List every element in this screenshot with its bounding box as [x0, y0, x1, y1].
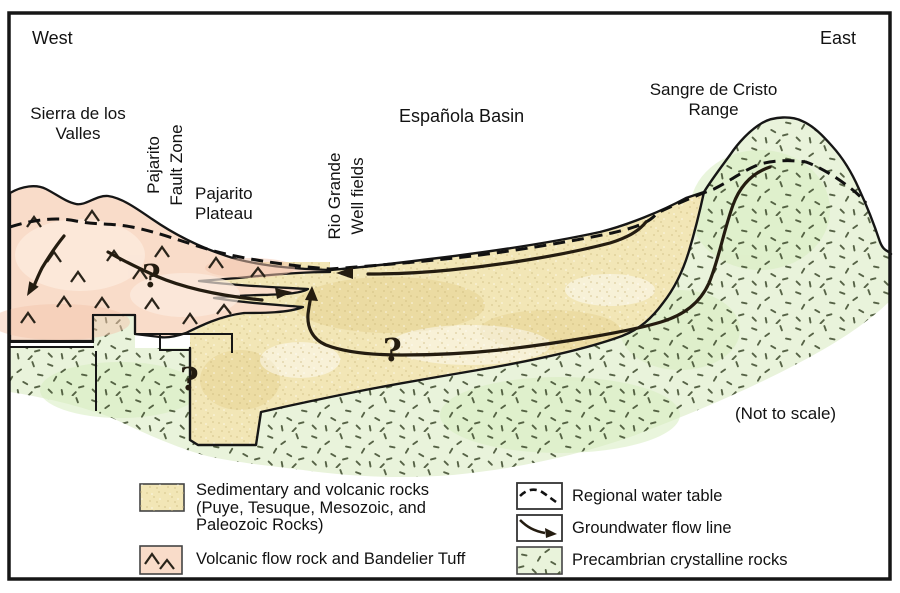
groundwater-flow-lines [27, 165, 772, 357]
compass-west-label: West [32, 28, 73, 48]
flow-arrow-deep-basin [305, 165, 772, 357]
legend-label-volcanic: Volcanic flow rock and Bandelier Tuff [196, 550, 466, 568]
rio-grande-label-line2: Well fields [348, 157, 367, 235]
fault-label-line2: Fault Zone [167, 124, 186, 206]
precambrian-basement [10, 117, 891, 478]
basin-and-range-outlines [188, 116, 893, 447]
pajarito-plateau-label: Pajarito Plateau [195, 184, 253, 224]
sierra-label-line1: Sierra de los [30, 104, 126, 123]
legend-sedimentary-line3: Paleozoic Rocks) [196, 516, 324, 534]
sierra-de-los-valles-label: Sierra de los Valles [14, 104, 142, 144]
figure-frame [7, 11, 892, 581]
question-mark-fault-depth: ? [180, 360, 199, 398]
rio-grande-well-fields-label: Rio Grande Well fields [323, 148, 369, 244]
legend-label-flow-line: Groundwater flow line [572, 519, 732, 537]
sierra-label-line2: Valles [55, 124, 101, 143]
legend [139, 482, 563, 575]
legend-symbol-water-table [516, 482, 563, 510]
legend-swatch-sedimentary [139, 483, 185, 512]
legend-symbol-flow-line [516, 514, 563, 542]
legend-sedimentary-line1: Sedimentary and volcanic rocks [196, 481, 429, 499]
legend-sedimentary-line2: (Puye, Tesuque, Mesozoic, and [196, 498, 426, 517]
plateau-label-line2: Plateau [195, 204, 253, 223]
legend-swatch-precambrian [516, 546, 563, 575]
flow-arrow-west [27, 234, 66, 296]
sangre-de-cristo-label: Sangre de Cristo Range [641, 80, 786, 120]
compass-east-label: East [820, 28, 857, 48]
plateau-label-line1: Pajarito [195, 184, 253, 203]
question-mark-fault-flow: ? [142, 257, 161, 295]
regional-water-table-line [9, 159, 868, 271]
legend-swatch-volcanic [139, 545, 183, 575]
pajarito-fault-zone-label: Pajarito Fault Zone [142, 117, 188, 213]
espanola-basin-label: Española Basin [399, 106, 525, 126]
flow-arrow-fault-zone [106, 250, 292, 302]
sangre-label-line1: Sangre de Cristo [649, 80, 778, 99]
fault-label-line1: Pajarito [144, 136, 163, 194]
legend-label-sedimentary: Sedimentary and volcanic rocks (Puye, Te… [196, 481, 429, 535]
question-mark-deep-flow: ? [383, 331, 402, 369]
not-to-scale-note: (Not to scale) [735, 404, 837, 423]
rio-grande-label-line1: Rio Grande [325, 152, 344, 240]
sangre-label-line2: Range [688, 100, 739, 119]
legend-label-water-table: Regional water table [572, 487, 723, 505]
legend-label-precambrian: Precambrian crystalline rocks [572, 551, 788, 569]
flow-arrow-shallow-east [336, 220, 648, 279]
pajarito-fault-step-lines [9, 314, 233, 411]
